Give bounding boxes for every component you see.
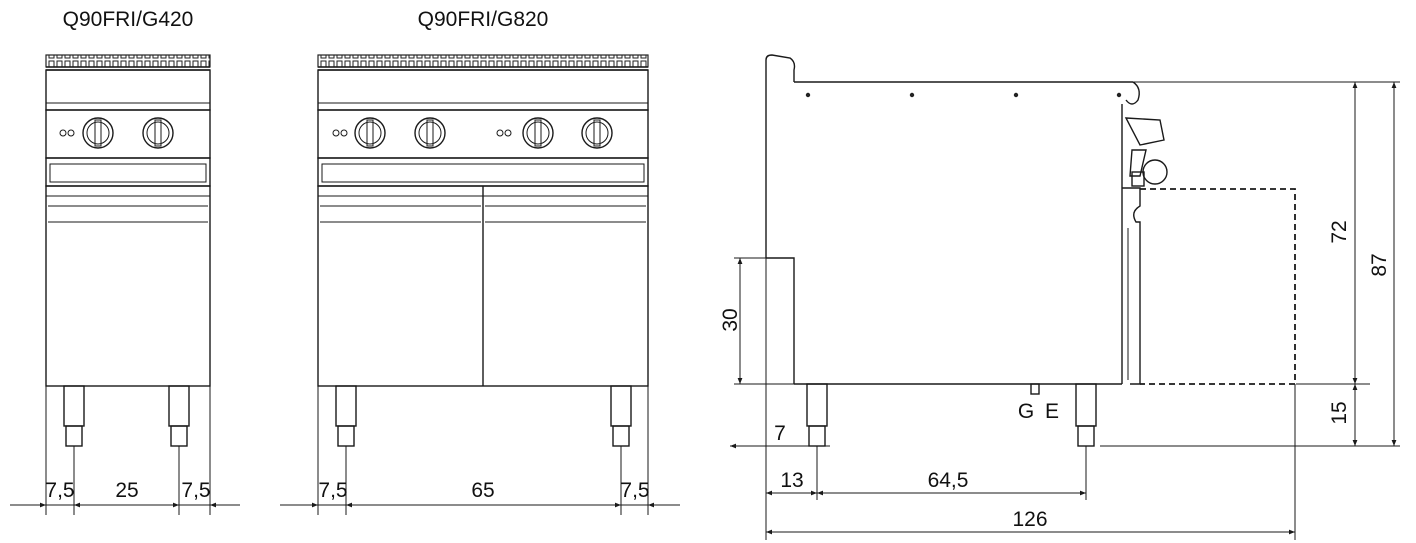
indicator-lights bbox=[59, 129, 75, 137]
dim-legs-span: 64,5 bbox=[928, 469, 969, 492]
dim-small-right: 7,5 bbox=[181, 479, 210, 502]
control-knob bbox=[142, 117, 174, 149]
model-title-large: Q90FRI/G820 bbox=[418, 8, 549, 31]
control-knob bbox=[522, 117, 554, 149]
dim-depth-total: 126 bbox=[1012, 508, 1047, 531]
dim-height-legs: 15 bbox=[1328, 401, 1351, 424]
dim-height-lower: 30 bbox=[719, 308, 742, 331]
control-knob bbox=[354, 117, 386, 149]
dim-foot: 7 bbox=[774, 422, 786, 445]
control-knob bbox=[414, 117, 446, 149]
front-view-large bbox=[280, 54, 680, 515]
dim-small-center: 25 bbox=[115, 479, 138, 502]
connection-gas-label: G bbox=[1018, 400, 1034, 423]
control-knob bbox=[581, 117, 613, 149]
connection-electric-label: E bbox=[1045, 400, 1059, 423]
side-view bbox=[730, 54, 1400, 540]
dim-small-left: 7,5 bbox=[45, 479, 74, 502]
indicator-lights bbox=[332, 129, 512, 137]
dim-offset: 13 bbox=[780, 469, 803, 492]
dim-large-center: 65 bbox=[471, 479, 494, 502]
dim-height-total: 87 bbox=[1368, 253, 1391, 276]
dim-large-left: 7,5 bbox=[318, 479, 347, 502]
model-title-small: Q90FRI/G420 bbox=[63, 8, 194, 31]
control-knob bbox=[82, 117, 114, 149]
dim-height-top: 72 bbox=[1328, 220, 1351, 243]
dim-large-right: 7,5 bbox=[620, 479, 649, 502]
front-view-small bbox=[10, 54, 240, 515]
